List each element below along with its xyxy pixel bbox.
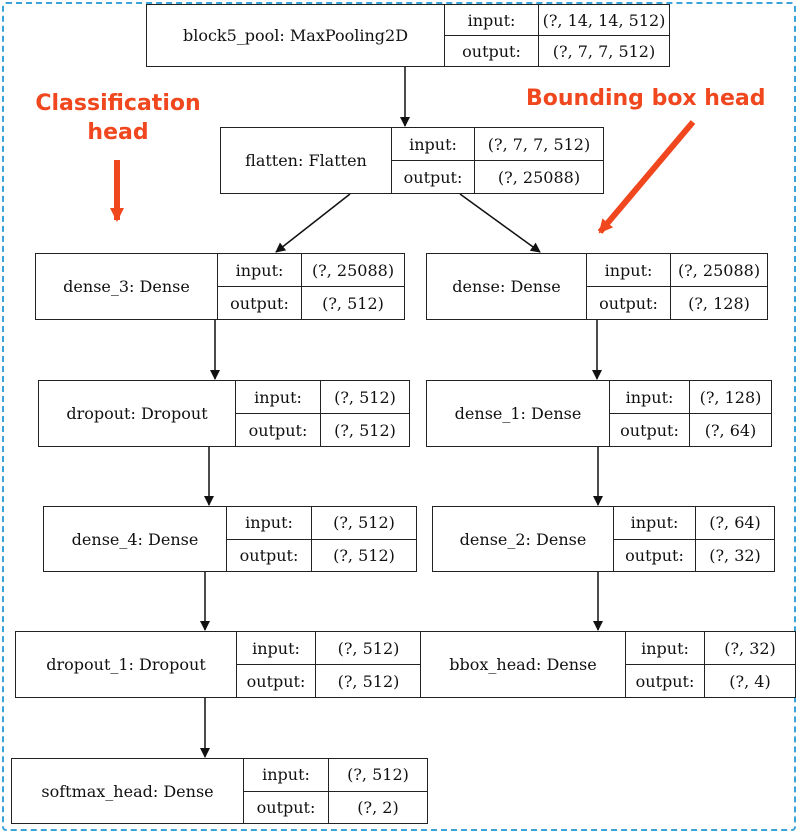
io-labels: input: output: [614, 507, 696, 571]
output-shape: (?, 2) [357, 797, 399, 817]
layer-name: softmax_head: Dense [12, 759, 244, 823]
layer-name: block5_pool: MaxPooling2D [147, 5, 445, 66]
input-shape: (?, 32) [705, 632, 795, 665]
output-shape: (?, 32) [709, 545, 761, 565]
io-labels: input: output: [227, 507, 312, 571]
layer-name: bbox_head: Dense [421, 632, 626, 697]
output-label: output: [256, 797, 316, 817]
input-label: input: [218, 254, 301, 287]
output-label: output: [625, 545, 684, 565]
io-shapes: (?, 512) (?, 512) [321, 381, 409, 446]
input-shape: (?, 25088) [302, 254, 404, 287]
output-label: output: [248, 420, 308, 440]
input-label: input: [614, 507, 695, 540]
layer-name: dense_1: Dense [427, 381, 610, 446]
output-shape: (?, 25088) [497, 167, 581, 187]
layer-name: flatten: Flatten [221, 128, 392, 193]
input-shape: (?, 64) [696, 507, 774, 540]
input-shape: (?, 512) [321, 381, 409, 414]
output-shape: (?, 512) [334, 420, 396, 440]
output-shape: (?, 64) [704, 420, 757, 440]
output-shape: (?, 512) [333, 545, 395, 565]
output-shape: (?, 512) [322, 293, 384, 313]
output-label: output: [246, 671, 306, 691]
io-shapes: (?, 25088) (?, 512) [302, 254, 404, 319]
input-label: input: [237, 632, 315, 665]
output-label: output: [462, 41, 521, 61]
io-shapes: (?, 512) (?, 2) [329, 759, 427, 823]
output-label: output: [599, 293, 658, 313]
output-label: output: [620, 420, 679, 440]
classification-head-line2: head [87, 120, 149, 145]
io-shapes: (?, 25088) (?, 128) [671, 254, 767, 319]
bbox-arrow [597, 120, 696, 234]
output-shape: (?, 4) [729, 671, 771, 691]
io-shapes: (?, 32) (?, 4) [705, 632, 795, 697]
classification-head-line1: Classification [35, 91, 201, 116]
layer-name: dropout_1: Dropout [16, 632, 237, 697]
output-label: output: [239, 545, 299, 565]
input-shape: (?, 14, 14, 512) [539, 5, 669, 36]
input-shape: (?, 128) [690, 381, 771, 414]
input-shape: (?, 25088) [671, 254, 767, 287]
layer-name: dense_3: Dense [36, 254, 218, 319]
output-label: output: [230, 293, 289, 313]
io-labels: input: output: [237, 632, 316, 697]
io-labels: input: output: [587, 254, 671, 319]
io-labels: input: output: [244, 759, 329, 823]
io-shapes: (?, 512) (?, 512) [312, 507, 416, 571]
io-labels: input: output: [445, 5, 539, 66]
io-labels: input: output: [626, 632, 705, 697]
io-labels: input: output: [236, 381, 321, 446]
io-shapes: (?, 7, 7, 512) (?, 25088) [475, 128, 603, 193]
output-label: output: [635, 671, 695, 691]
io-shapes: (?, 512) (?, 512) [316, 632, 421, 697]
input-label: input: [626, 632, 704, 665]
bbox-head-annotation: Bounding box head [526, 86, 766, 111]
layer-name: dropout: Dropout [39, 381, 236, 446]
input-label: input: [587, 254, 670, 287]
output-label: output: [403, 167, 463, 187]
classification-head-annotation: Classification head [28, 89, 208, 147]
io-labels: input: output: [392, 128, 475, 193]
io-shapes: (?, 64) (?, 32) [696, 507, 774, 571]
edge-flatten-to-dense-3 [275, 193, 351, 253]
io-labels: input: output: [218, 254, 302, 319]
output-shape: (?, 7, 7, 512) [552, 41, 656, 61]
input-label: input: [227, 507, 311, 540]
input-shape: (?, 512) [329, 759, 427, 792]
input-shape: (?, 512) [316, 632, 421, 665]
input-label: input: [392, 128, 474, 161]
output-shape: (?, 512) [337, 671, 400, 691]
layer-name: dense_4: Dense [44, 507, 227, 571]
input-shape: (?, 7, 7, 512) [475, 128, 603, 161]
edge-flatten-to-dense [459, 193, 541, 253]
layer-name: dense: Dense [427, 254, 587, 319]
input-label: input: [610, 381, 689, 414]
layer-name: dense_2: Dense [433, 507, 614, 571]
io-labels: input: output: [610, 381, 690, 446]
io-shapes: (?, 14, 14, 512) (?, 7, 7, 512) [539, 5, 669, 66]
input-label: input: [236, 381, 320, 414]
io-shapes: (?, 128) (?, 64) [690, 381, 771, 446]
output-shape: (?, 128) [688, 293, 750, 313]
input-label: input: [244, 759, 328, 792]
input-label: input: [445, 5, 538, 36]
input-shape: (?, 512) [312, 507, 416, 540]
